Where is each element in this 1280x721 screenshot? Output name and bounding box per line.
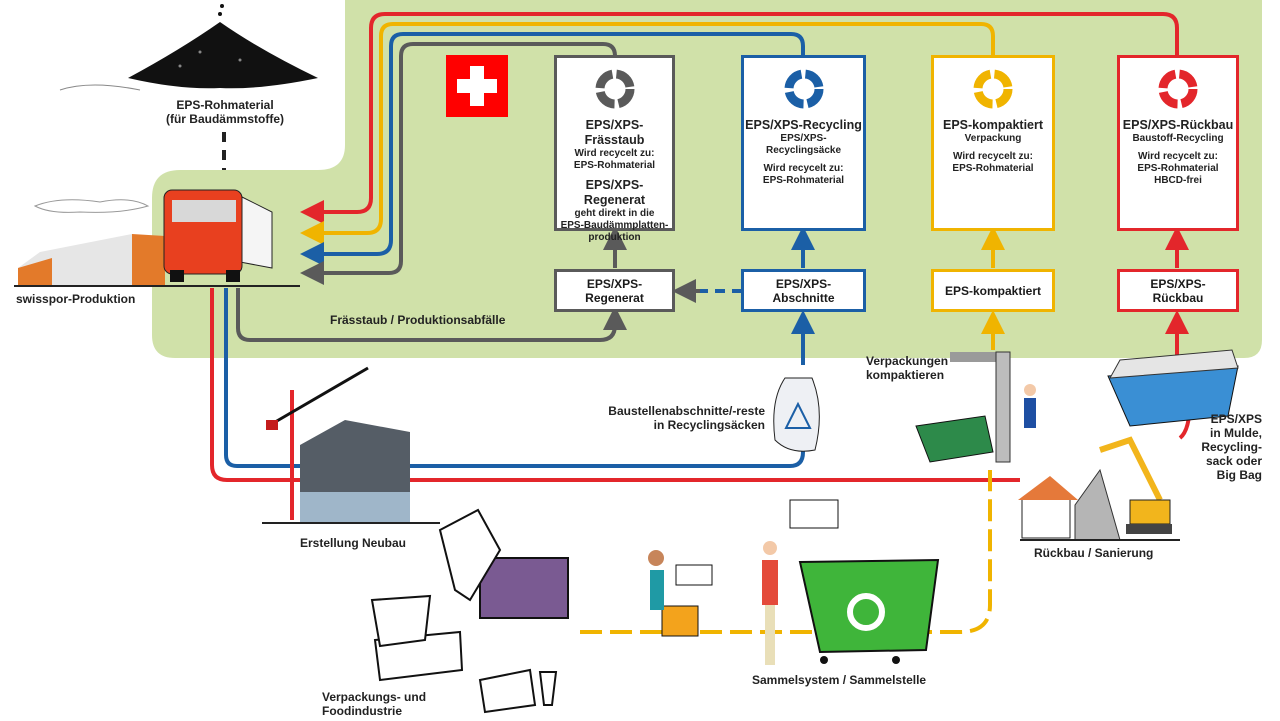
yellow-return-line: [300, 22, 995, 245]
compacting-line: kompaktieren: [866, 368, 945, 382]
compacting-line: Verpackungen: [866, 354, 949, 368]
packaging-line: Verpackungs- und: [322, 690, 427, 704]
new-building-label: Erstellung Neubau: [300, 536, 407, 550]
milling-dust-label: Frässtaub / Produktionsabfälle: [330, 313, 506, 327]
recycle-arrows-icon: [1158, 69, 1198, 109]
skip-line: in Mulde,: [1210, 426, 1262, 440]
production-waste-line: [236, 288, 627, 342]
excavator-demolition-icon: [1018, 436, 1180, 541]
source-box-line: EPS-kompaktiert: [944, 283, 1042, 298]
box-title: EPS/XPS-Rückbau: [1122, 118, 1234, 132]
recycling-box-eps-xps-recycling: EPS/XPS-Recycling EPS/XPS-Recyclingsäcke…: [741, 55, 866, 231]
production-label: swisspor-Produktion: [16, 292, 136, 306]
skip-line: Recycling-: [1201, 440, 1262, 454]
box-line: EPS-Baudämmplatten-: [560, 220, 669, 231]
yellow-collection-line: [580, 470, 992, 634]
box-line: EPS/XPS-Recyclingsäcke: [765, 133, 842, 156]
compacting-label: Verpackungen kompaktieren: [866, 354, 948, 382]
red-return-line: [300, 12, 1179, 224]
source-box-rueckbau: EPS/XPS-Rückbau: [1117, 269, 1239, 312]
recycle-arrows-icon: [973, 69, 1013, 109]
demolition-label: Rückbau / Sanierung: [1034, 546, 1154, 560]
source-box-line: Regenerat: [585, 290, 644, 305]
source-box-line: EPS/XPS-: [1150, 276, 1206, 291]
construction-crane-building-icon: [262, 366, 440, 524]
recycling-box-demolition: EPS/XPS-Rückbau Baustoff-Recycling Wird …: [1117, 55, 1239, 231]
box-line: Baustoff-Recycling: [1132, 133, 1224, 144]
red-site-line: [210, 288, 1020, 482]
eps-beads-pile-icon: [128, 4, 318, 89]
source-box-abschnitte: EPS/XPS-Abschnitte: [741, 269, 866, 312]
box-line: EPS-Rohmaterial: [1137, 163, 1219, 174]
compactor-machine-icon: [915, 351, 1036, 463]
skip-line: Big Bag: [1216, 468, 1262, 482]
box-line: HBCD-frei: [1154, 175, 1202, 186]
return-flow-lines: [300, 12, 1179, 285]
box-line: EPS-Rohmaterial: [573, 160, 656, 171]
box-title: EPS-kompaktiert: [942, 118, 1044, 132]
packaging-line: Foodindustrie: [322, 704, 402, 718]
box-title: EPS/XPS-Recycling: [745, 118, 862, 132]
blue-return-line: [300, 32, 805, 266]
gray-return-line: [300, 42, 617, 285]
box-line: Verpackung: [964, 133, 1022, 144]
box-line: Wird recycelt zu:: [1138, 151, 1218, 162]
upward-arrows: [603, 226, 1189, 365]
skip-line: sack oder: [1205, 454, 1262, 468]
recycling-bag-icon: [773, 377, 820, 452]
box-line: EPS-Rohmaterial: [762, 175, 845, 186]
raw-material-label: EPS-Rohmaterial (für Baudämmstoffe): [150, 98, 300, 126]
skip-label: EPS/XPS in Mulde, Recycling- sack oder B…: [1180, 412, 1262, 482]
collection-label: Sammelsystem / Sammelstelle: [752, 673, 927, 687]
packaging-label: Verpackungs- und Foodindustrie: [322, 690, 426, 718]
box-line: EPS-Rohmaterial: [952, 163, 1034, 174]
raw-material-line: EPS-Rohmaterial: [176, 98, 274, 112]
site-offcuts-label: Baustellenabschnitte/-reste in Recycling…: [560, 404, 765, 432]
box-title-2: EPS/XPS-Regenerat: [583, 178, 646, 207]
box-line: geht direkt in die: [574, 208, 655, 219]
source-box-regenerat: EPS/XPS-Regenerat: [554, 269, 675, 312]
recycling-box-eps-compacted: EPS-kompaktiert Verpackung Wird recycelt…: [931, 55, 1055, 231]
green-recycling-bin-icon: [648, 499, 940, 665]
source-box-line: EPS/XPS-: [586, 276, 643, 291]
source-box-line: Rückbau: [1152, 290, 1204, 305]
source-box-line: Abschnitte: [772, 290, 835, 305]
recycling-box-milling-dust: EPS/XPS-Frässtaub Wird recycelt zu: EPS-…: [554, 55, 675, 243]
skip-container-icon: [1107, 349, 1239, 427]
box-line: Wird recycelt zu:: [574, 148, 655, 159]
source-box-kompaktiert: EPS-kompaktiert: [931, 269, 1055, 312]
skip-line: EPS/XPS: [1210, 412, 1262, 426]
swiss-flag-icon: [446, 55, 508, 117]
recycle-arrows-icon: [784, 69, 823, 109]
site-offcuts-line: in Recyclingsäcken: [653, 418, 765, 432]
box-line: Wird recycelt zu:: [763, 163, 844, 174]
blue-site-line: [224, 288, 805, 468]
truck-factory-icon: [14, 84, 300, 287]
source-box-line: EPS/XPS-: [775, 276, 832, 291]
site-offcuts-line: Baustellenabschnitte/-reste: [608, 404, 765, 418]
eps-packaging-icon: [370, 508, 569, 714]
green-background-region: [152, 0, 1262, 358]
box-line: produktion: [588, 232, 641, 243]
raw-material-line: (für Baudämmstoffe): [165, 112, 284, 126]
box-title: EPS/XPS-Frässtaub: [584, 118, 645, 147]
box-line: Wird recycelt zu:: [953, 151, 1033, 162]
recycle-arrows-icon: [595, 69, 634, 109]
